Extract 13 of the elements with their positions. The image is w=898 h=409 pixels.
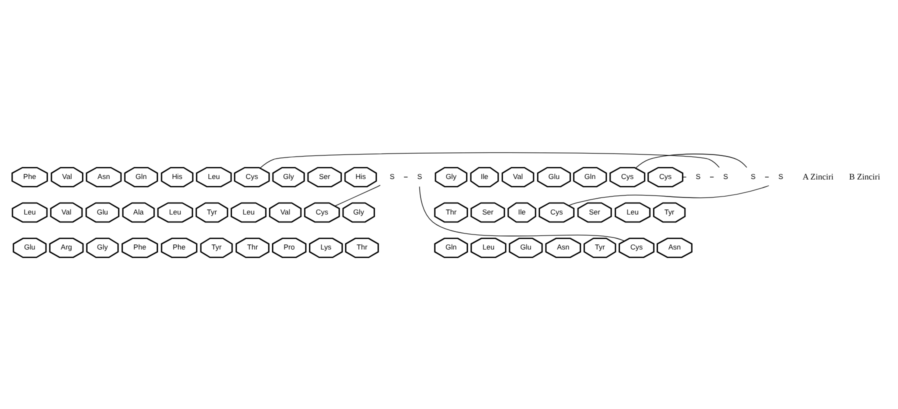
node-text: S bbox=[723, 171, 728, 180]
node-text: S bbox=[696, 171, 701, 180]
node-text: S bbox=[417, 171, 422, 180]
label: B Zinciri bbox=[849, 170, 880, 181]
connector bbox=[260, 152, 720, 168]
node-text: S bbox=[750, 171, 756, 180]
connector bbox=[568, 184, 770, 206]
connector bbox=[419, 186, 625, 241]
connector bbox=[635, 153, 748, 168]
node-text: S bbox=[778, 171, 784, 180]
connector bbox=[334, 184, 381, 206]
label: A Zinciri bbox=[802, 170, 834, 181]
node-text: S bbox=[390, 171, 395, 180]
